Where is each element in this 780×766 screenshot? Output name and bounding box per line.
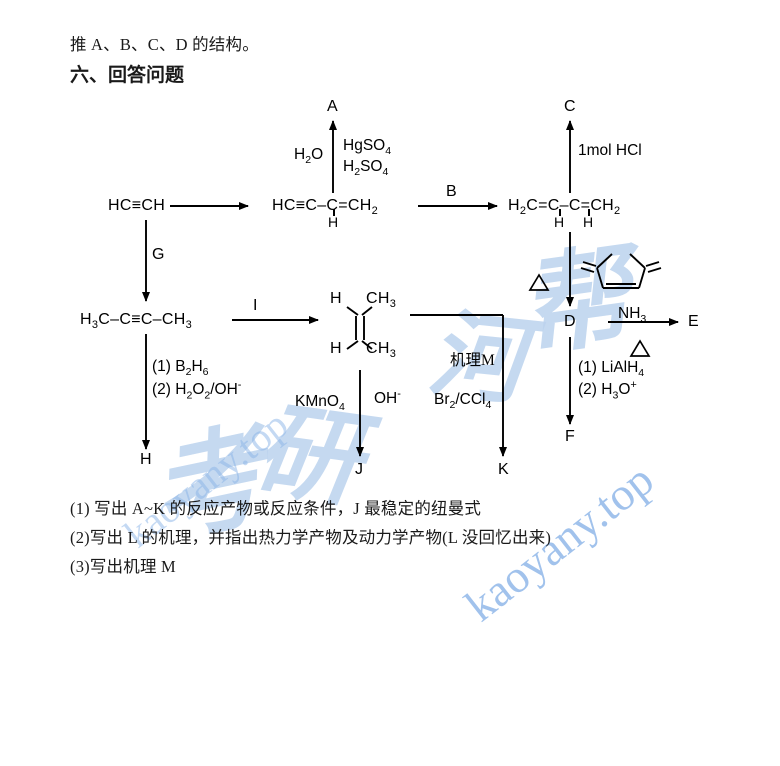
reagent-oh-label: OH- [374,388,401,408]
reagent-b2h6-label: (1) B2H6 [152,358,209,379]
reagent-h3o-label: (2) H3O+ [578,379,637,402]
vinylacetylene-bond-tick [333,209,335,216]
prompt-line: 推 A、B、C、D 的结构。 [70,35,259,54]
structure-cis-2-butene-h-top: H [330,290,342,307]
question-1: (1) 写出 A~K 的反应产物或反应条件，J 最稳定的纽曼式 [70,499,482,518]
butadiene-bond-tick-1 [559,209,561,216]
structure-cis-2-butene-h-bottom: H [330,340,342,357]
reagent-hcl-label: 1mol HCl [578,142,642,159]
reagent-kmno4-label: KMnO4 [295,393,345,414]
label-C: C [564,98,576,115]
reagent-br2ccl4-label: Br2/CCl4 [434,391,492,412]
delta-triangle-nh3 [629,339,651,357]
label-D: D [564,313,576,330]
mechanism-m-label: 机理M [450,352,495,369]
label-E: E [688,313,699,330]
label-J: J [355,461,363,478]
reagent-h2so4-label: H2SO4 [343,158,389,179]
structure-vinylacetylene-h: H [328,214,339,230]
label-B: B [446,183,457,200]
maleic-anhydride-structure [580,253,662,289]
structure-butadiene: H2C=C–C=CH2 [508,197,621,218]
delta-triangle-diels-alder [528,273,550,291]
label-A: A [327,98,338,115]
label-F: F [565,428,575,445]
structure-cis-2-butene-ch3-top: CH3 [366,290,397,311]
section-heading: 六、回答问题 [70,65,185,86]
label-I: I [253,297,258,314]
structure-butadiene-h1: H [554,214,565,230]
label-G: G [152,246,165,263]
reagent-lialh4-label: (1) LiAlH4 [578,359,645,380]
structure-butadiene-h2: H [583,214,594,230]
reagent-nh3-label: NH3 [618,305,647,326]
question-2: (2)写出 L 的机理，并指出热力学产物及动力学产物(L 没回忆出来) [70,528,552,547]
reagent-water-label: H2O [294,146,324,167]
structure-2-butyne: H3C–C≡C–CH3 [80,311,193,332]
structure-cis-2-butene-ch3-bottom: CH3 [366,340,397,361]
reagent-hgso4-label: HgSO4 [343,137,392,158]
butadiene-bond-tick-2 [588,209,590,216]
label-K: K [498,461,509,478]
question-3: (3)写出机理 M [70,557,176,576]
reagent-h2o2-label: (2) H2O2/OH- [152,379,242,402]
structure-acetylene: HC≡CH [108,197,166,214]
structure-vinylacetylene: HC≡C–C=CH2 [272,197,379,218]
label-H: H [140,451,152,468]
